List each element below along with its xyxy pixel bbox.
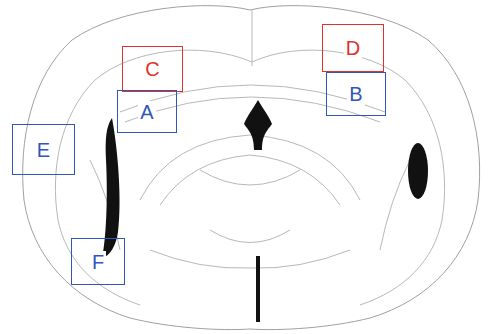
- cortex-layer: [55, 50, 252, 305]
- lateral-ventricle: [408, 143, 428, 199]
- region-letter: F: [90, 251, 106, 273]
- third-ventricle: [244, 100, 272, 150]
- region-box: A: [117, 90, 177, 133]
- atlas-lines: [23, 6, 480, 330]
- region-letter: D: [344, 37, 362, 59]
- region-letter: B: [347, 83, 364, 105]
- region-letter: C: [143, 58, 161, 80]
- hippocampus: [160, 155, 340, 205]
- region-letter: E: [35, 139, 52, 161]
- region-box: D: [322, 24, 384, 72]
- hippocampus: [140, 135, 360, 200]
- brain-outline: [23, 6, 480, 330]
- atlas-region: [90, 160, 410, 250]
- region-box: C: [122, 46, 183, 92]
- ventricles: [102, 100, 428, 322]
- region-box: E: [12, 124, 75, 175]
- third-ventricle: [256, 256, 260, 322]
- lateral-ventricle: [102, 118, 120, 258]
- atlas-region: [150, 250, 350, 268]
- region-letter: A: [138, 101, 155, 123]
- region-box: B: [326, 72, 386, 116]
- thalamus: [200, 170, 300, 243]
- midline: [252, 10, 253, 66]
- region-box: F: [71, 238, 125, 285]
